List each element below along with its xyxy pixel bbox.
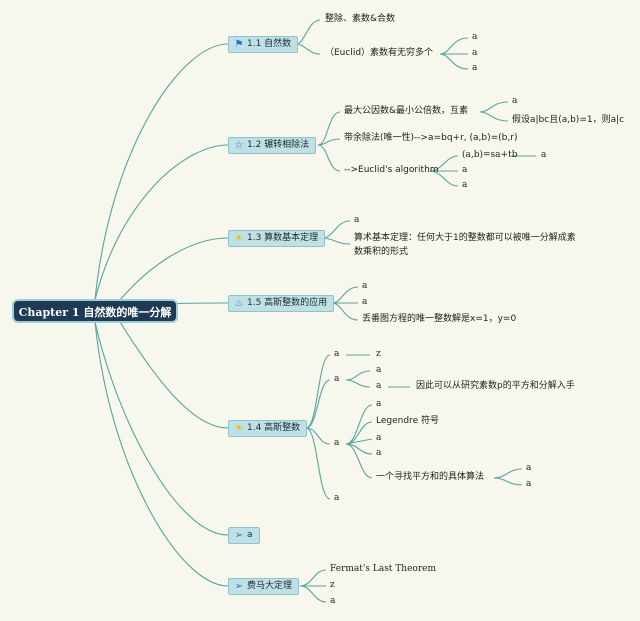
node-leaf: a xyxy=(462,180,468,190)
branch-natural-numbers[interactable]: ⚑ 1.1 自然数 xyxy=(228,36,299,53)
node-fta-statement-cont: 数乘积的形式 xyxy=(354,247,409,257)
node-euclid-algorithm: -->Euclid's algorithm xyxy=(344,165,439,175)
node-leaf: a xyxy=(354,215,360,225)
node-leaf: a xyxy=(334,438,340,448)
node-fermat-last-theorem: Fermat's Last Theorem xyxy=(330,564,436,574)
root-node[interactable]: Chapter 1 自然数的唯一分解 xyxy=(12,299,178,323)
branch-fundamental-theorem[interactable]: ☀ 1.3 算数基本定理 xyxy=(228,230,326,247)
node-leaf: a xyxy=(472,32,478,42)
node-leaf: a xyxy=(472,63,478,73)
node-division-algorithm: 带余除法(唯一性)-->a=bq+r, (a,b)=(b,r) xyxy=(344,133,518,143)
node-leaf: a xyxy=(462,165,468,175)
send-icon: ➢ xyxy=(234,529,244,541)
flag-icon: ⚑ xyxy=(234,38,244,50)
sun-icon: ☀ xyxy=(234,232,244,244)
node-leaf: a xyxy=(376,399,382,409)
node-leaf: a xyxy=(526,479,532,489)
node-prime-square-sum: 因此可以从研究素数p的平方和分解入手 xyxy=(416,381,575,391)
node-diophantine: 丢番图方程的唯一整数解是x=1，y=0 xyxy=(362,314,517,324)
node-leaf: a xyxy=(376,365,382,375)
branch-label: 1.2 辗转相除法 xyxy=(247,140,310,150)
node-leaf: z xyxy=(376,349,381,359)
node-leaf: a xyxy=(334,374,340,384)
branch-euclidean-algorithm[interactable]: ☆ 1.2 辗转相除法 xyxy=(228,137,317,154)
branch-a[interactable]: ➢ a xyxy=(228,527,260,544)
branch-label: 费马大定理 xyxy=(247,581,293,591)
node-leaf: a xyxy=(376,381,382,391)
node-divisibility: 整除、素数&合数 xyxy=(325,14,396,24)
node-leaf: a xyxy=(334,349,340,359)
branch-label: a xyxy=(247,530,253,540)
node-leaf: a xyxy=(330,596,336,606)
node-legendre-symbol: Legendre 符号 xyxy=(376,416,439,426)
node-leaf: a xyxy=(526,463,532,473)
star-icon: ☆ xyxy=(234,139,244,151)
node-euclid-primes: （Euclid）素数有无穷多个 xyxy=(325,48,434,58)
sun-icon: ☀ xyxy=(234,422,244,434)
node-leaf: a xyxy=(362,281,368,291)
branch-fermat[interactable]: ➢ 费马大定理 xyxy=(228,578,300,595)
branch-gaussian-integers[interactable]: ☀ 1.4 高斯整数 xyxy=(228,420,308,437)
flame-icon: ♨ xyxy=(234,297,244,309)
node-leaf: a xyxy=(472,48,478,58)
node-leaf: a xyxy=(541,150,547,160)
node-leaf: z xyxy=(330,580,335,590)
node-square-sum-algorithm: 一个寻找平方和的具体算法 xyxy=(376,472,485,482)
node-leaf: a xyxy=(376,433,382,443)
branch-label: 1.1 自然数 xyxy=(247,39,292,49)
send-icon: ➢ xyxy=(234,580,244,592)
branch-label: 1.3 算数基本定理 xyxy=(247,233,319,243)
node-leaf: a xyxy=(362,297,368,307)
node-coprime-lemma: 假设a|bc且(a,b)=1，则a|c xyxy=(512,115,625,125)
node-gcd-lcm: 最大公因数&最小公倍数，互素 xyxy=(344,106,469,116)
node-leaf: a xyxy=(334,493,340,503)
node-leaf: a xyxy=(376,448,382,458)
branch-label: 1.4 高斯整数 xyxy=(247,423,301,433)
node-fta-statement: 算术基本定理：任何大于1的整数都可以被唯一分解成素 xyxy=(354,233,576,243)
branch-label: 1.5 高斯整数的应用 xyxy=(247,298,328,308)
node-leaf: a xyxy=(512,96,518,106)
node-bezout: (a,b)=sa+tb xyxy=(462,150,518,160)
branch-gaussian-applications[interactable]: ♨ 1.5 高斯整数的应用 xyxy=(228,295,335,312)
